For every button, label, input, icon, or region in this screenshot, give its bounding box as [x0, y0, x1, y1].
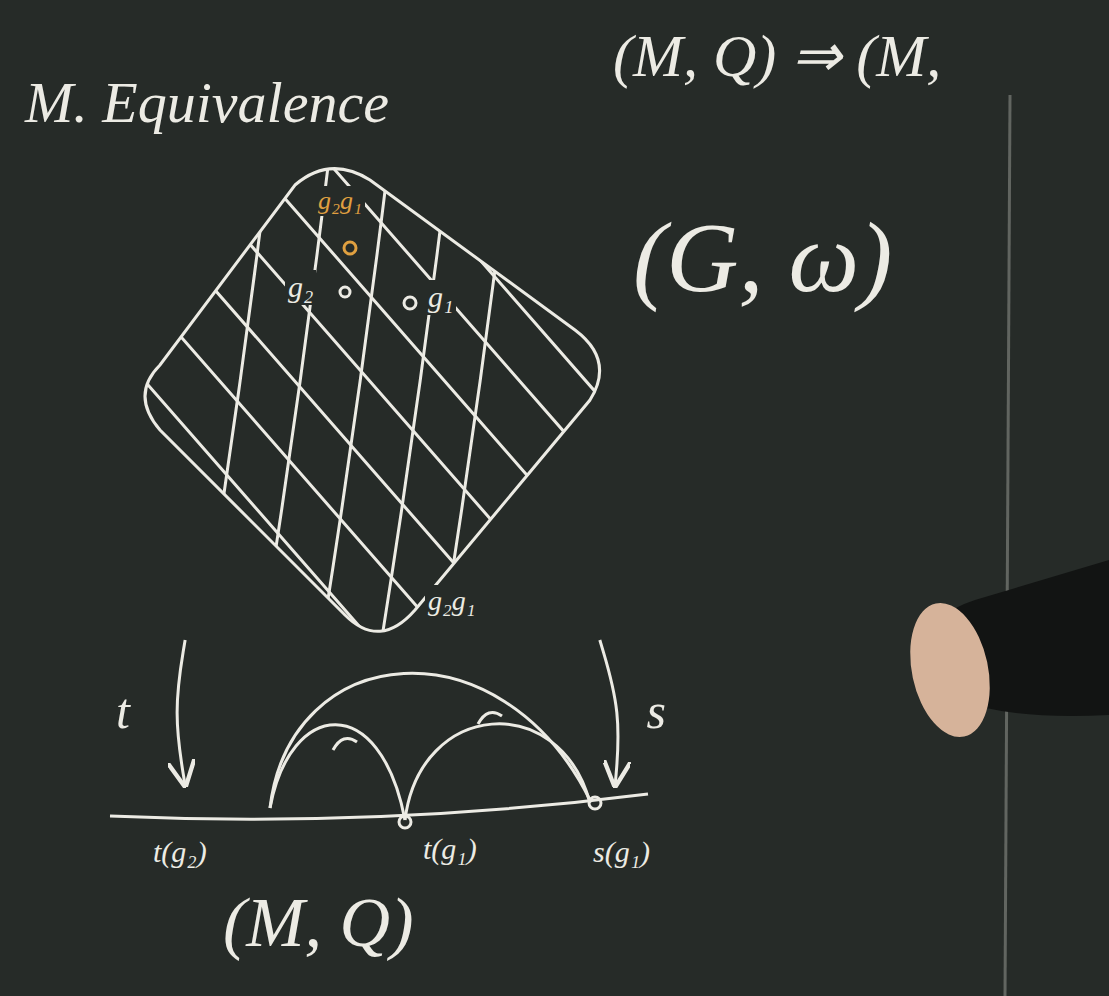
arrow-arcs: [270, 673, 590, 820]
board-title: M. Equivalence: [22, 70, 392, 137]
point-label: t(g₂): [150, 835, 210, 870]
groupoid-name: (G, ω): [630, 200, 895, 315]
base-manifold: (M, Q): [105, 785, 665, 975]
morphism-statement: (M, Q) ⇒ (M,: [610, 22, 944, 91]
point-label: t(g₁): [420, 832, 480, 867]
groupoid-outline: [145, 169, 600, 632]
groupoid-region: (G, ω)g₂g₁g₂g₁: [125, 150, 610, 640]
arrow-point: [404, 297, 416, 309]
base-point: [399, 816, 411, 828]
composite-point: [344, 242, 356, 254]
arrow-label: g₁: [425, 280, 456, 315]
foliation-hatching: [100, 100, 690, 730]
base-point: [589, 797, 601, 809]
target-map-arrow: [177, 640, 185, 785]
source-map-arrow: [600, 640, 618, 785]
composite-arrow-label: g₂g₁: [425, 585, 478, 617]
base-manifold-line: [110, 794, 648, 819]
map-label: s: [643, 683, 668, 741]
arrow-label: g₂: [285, 270, 316, 305]
map-label: t: [113, 683, 133, 741]
composite-arrow-label: g₂g₁: [315, 186, 365, 216]
manifold-name: (M, Q): [220, 883, 416, 964]
lecturer-hand: [899, 596, 1002, 745]
arrow-point: [340, 287, 350, 297]
point-label: s(g₁): [590, 835, 653, 870]
board-edge: [1005, 95, 1010, 996]
